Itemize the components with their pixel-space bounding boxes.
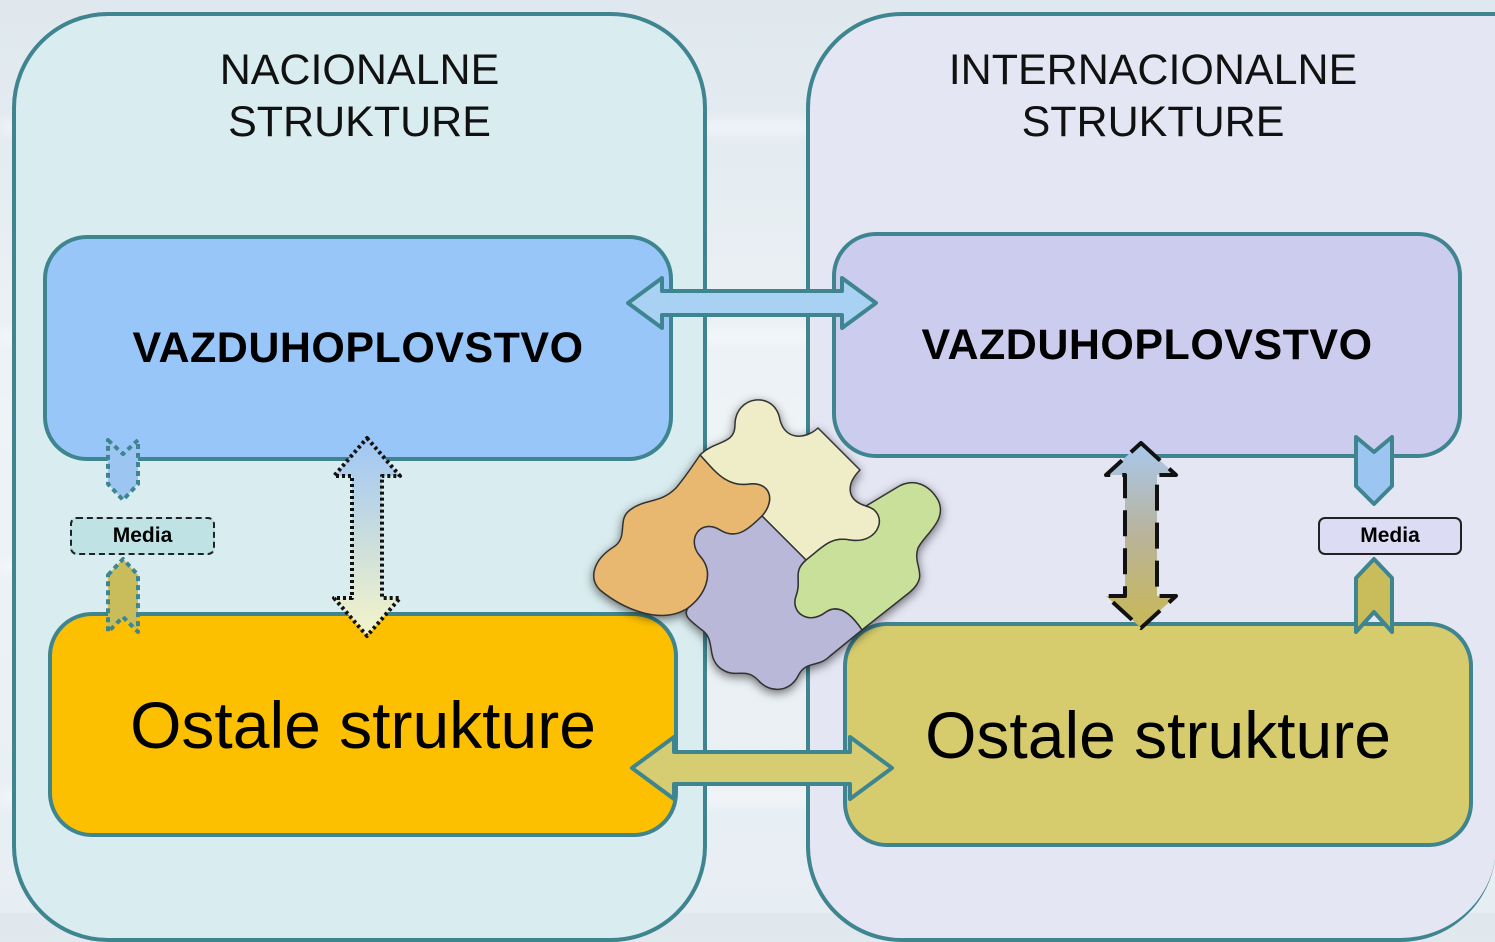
chevron-arrow-icon (106, 438, 140, 502)
national-media-label: Media (112, 524, 173, 547)
international-aviation-label: VAZDUHOPLOVSTVO (921, 320, 1373, 369)
national-aviation-label: VAZDUHOPLOVSTVO (132, 323, 584, 372)
chevron-arrow-icon (1354, 557, 1394, 634)
connectors-overlay (106, 276, 1394, 801)
chevron-arrow-icon (106, 557, 140, 634)
puzzle-icon (593, 399, 942, 690)
international-other-structures-box: Ostale strukture (843, 622, 1473, 847)
double-arrow-icon (626, 276, 878, 330)
national-other-label: Ostale strukture (130, 687, 596, 762)
double-arrow-icon (1104, 441, 1178, 630)
national-aviation-box: VAZDUHOPLOVSTVO (43, 235, 673, 461)
national-media-badge: Media (70, 517, 215, 555)
international-aviation-box: VAZDUHOPLOVSTVO (832, 232, 1462, 458)
national-other-structures-box: Ostale strukture (48, 612, 678, 837)
international-media-label: Media (1360, 524, 1420, 547)
double-arrow-icon (630, 735, 894, 801)
chevron-arrow-icon (1354, 435, 1394, 506)
national-panel-title: NACIONALNE STRUKTURE (219, 46, 500, 146)
double-arrow-icon (332, 436, 402, 638)
international-other-label: Ostale strukture (925, 697, 1391, 772)
international-media-badge: Media (1318, 517, 1462, 555)
international-panel-title: INTERNACIONALNE STRUKTURE (948, 46, 1358, 146)
